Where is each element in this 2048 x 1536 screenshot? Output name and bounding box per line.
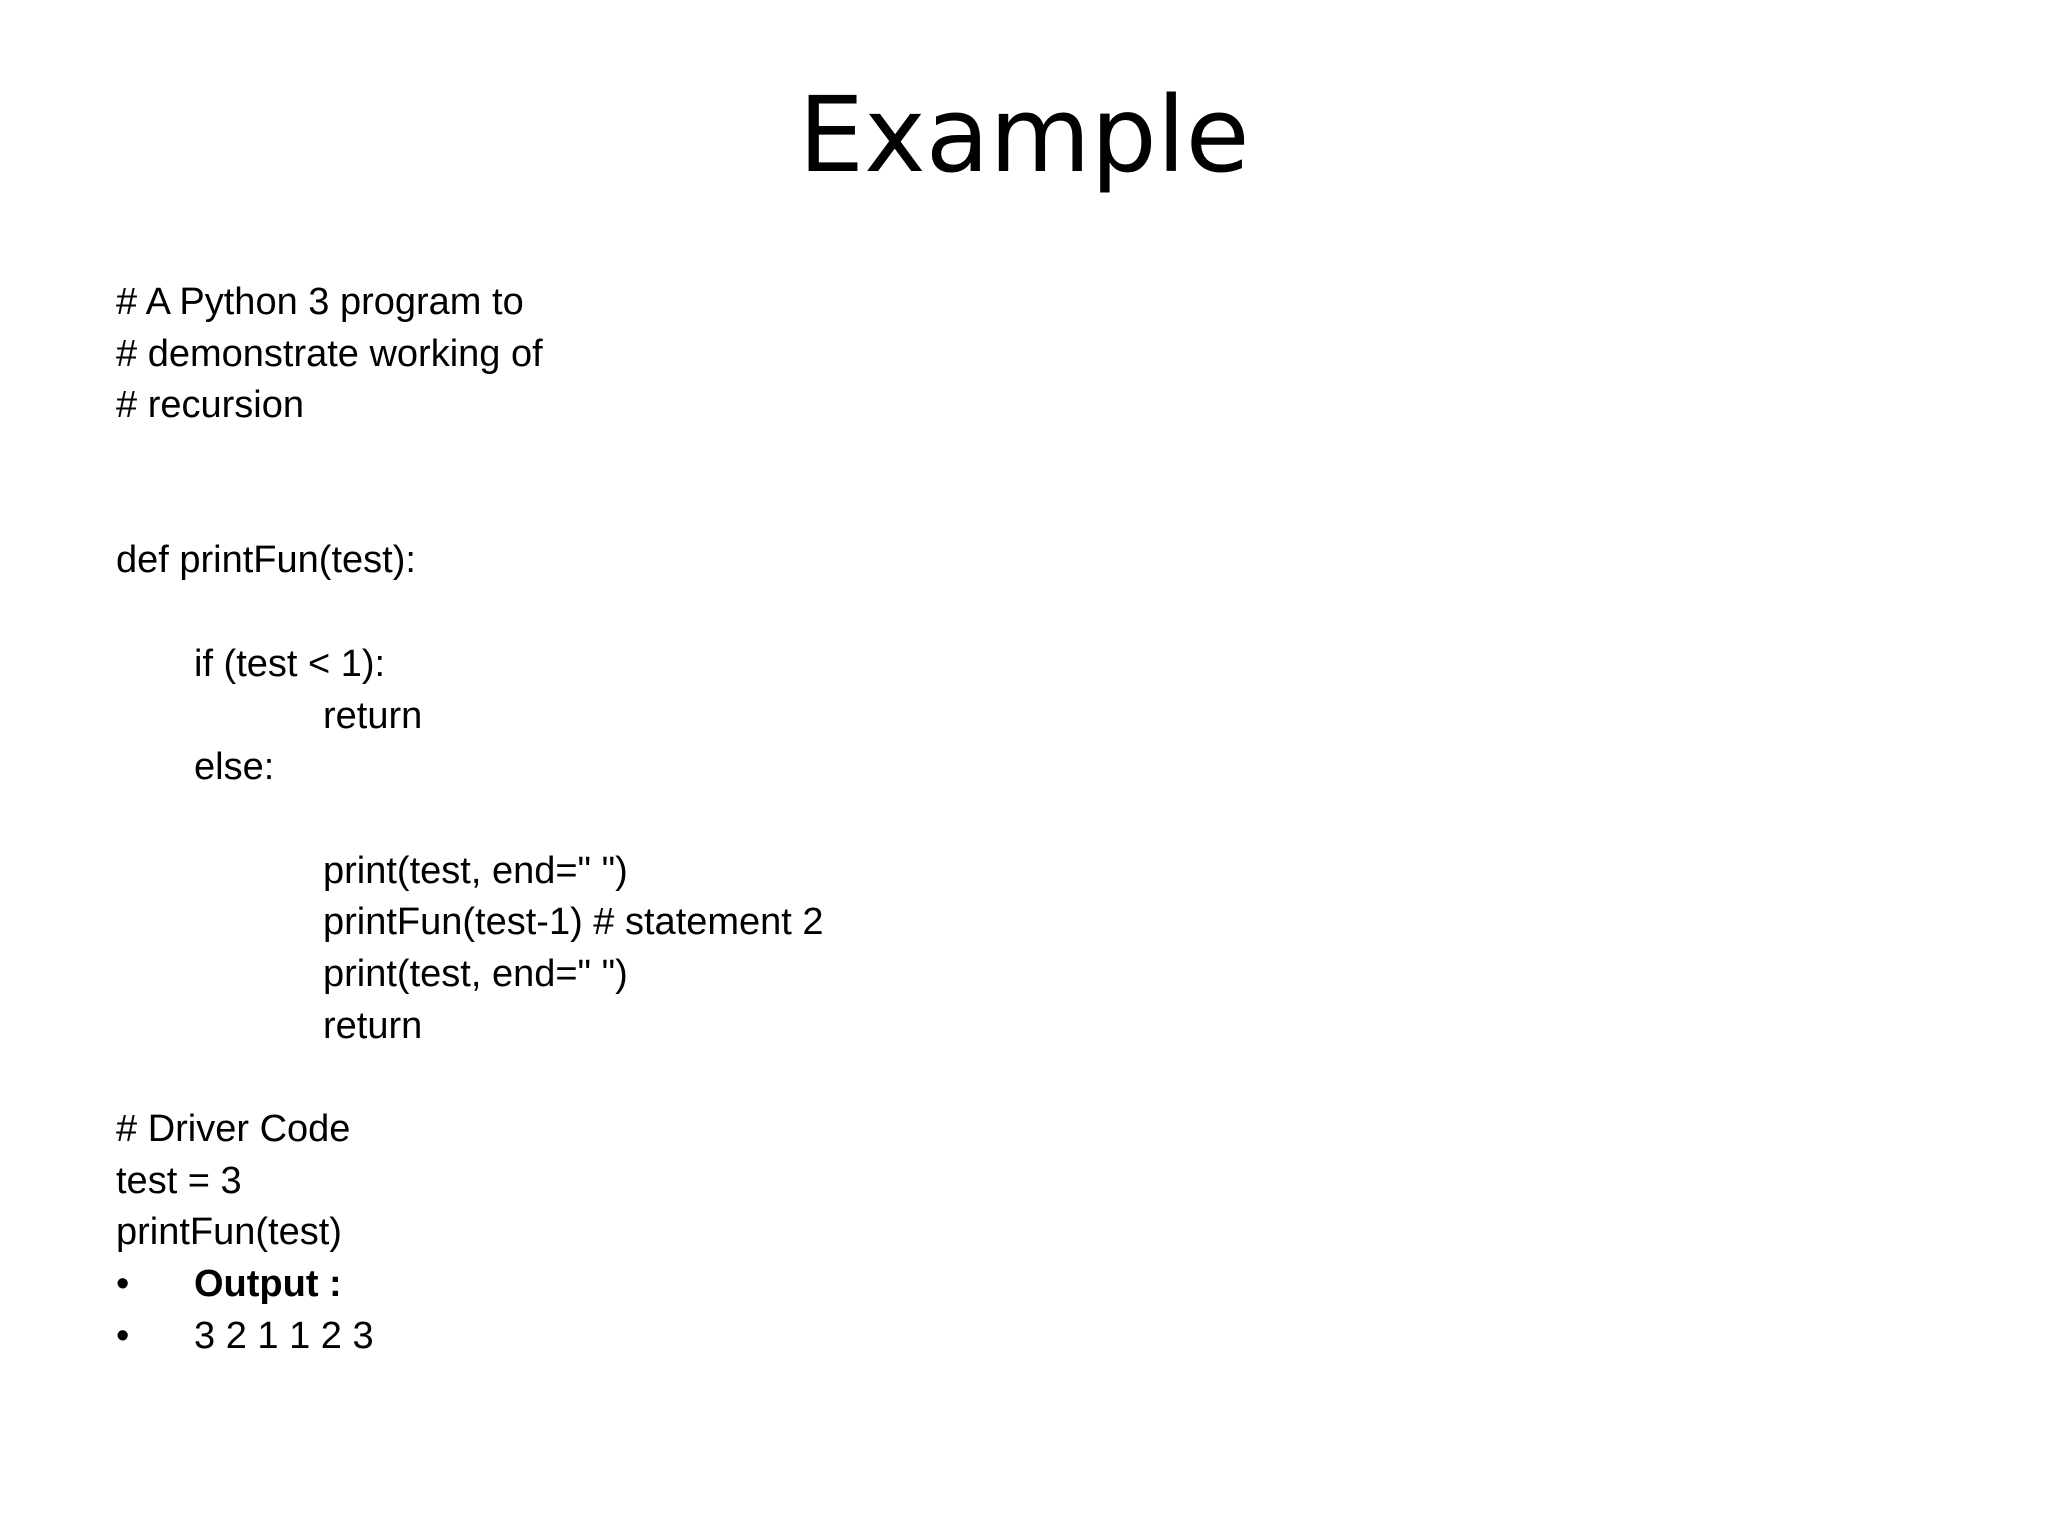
slide-body: # A Python 3 program to # demonstrate wo… — [116, 277, 824, 1362]
code-driver-comment-line: # Driver Code — [116, 1108, 351, 1150]
slide-title: Example — [798, 74, 1250, 196]
code-assign-line: test = 3 — [116, 1159, 242, 1202]
blank-line — [116, 484, 824, 536]
code-comment-line-2: # demonstrate working of — [116, 332, 543, 375]
blank-line — [116, 432, 824, 484]
code-else-line: else: — [194, 746, 275, 789]
code-recursive-call-line: printFun(test-1) # statement 2 — [323, 901, 824, 944]
blank-line — [116, 587, 824, 639]
code-print-line: print(test, end=" ") — [323, 849, 628, 892]
bullet-item: • Output : — [116, 1259, 824, 1311]
blank-line — [116, 794, 824, 846]
code-comment-line-3: # recursion — [116, 384, 304, 427]
code-call-line: printFun(test) — [116, 1211, 342, 1254]
code-return-line: return — [323, 694, 423, 737]
bullet-item: • 3 2 1 1 2 3 — [116, 1311, 824, 1363]
code-return-line: return — [323, 1004, 423, 1047]
code-comment-line-1: # A Python 3 program to — [116, 281, 524, 323]
bullet-marker: • — [116, 1263, 130, 1306]
output-value: 3 2 1 1 2 3 — [194, 1314, 374, 1357]
blank-line — [116, 1052, 824, 1104]
code-if-line: if (test < 1): — [194, 642, 386, 685]
output-label: Output : — [194, 1263, 342, 1306]
bullet-marker: • — [116, 1314, 130, 1357]
code-print-line: print(test, end=" ") — [323, 952, 628, 995]
code-def-line: def printFun(test): — [116, 539, 416, 582]
